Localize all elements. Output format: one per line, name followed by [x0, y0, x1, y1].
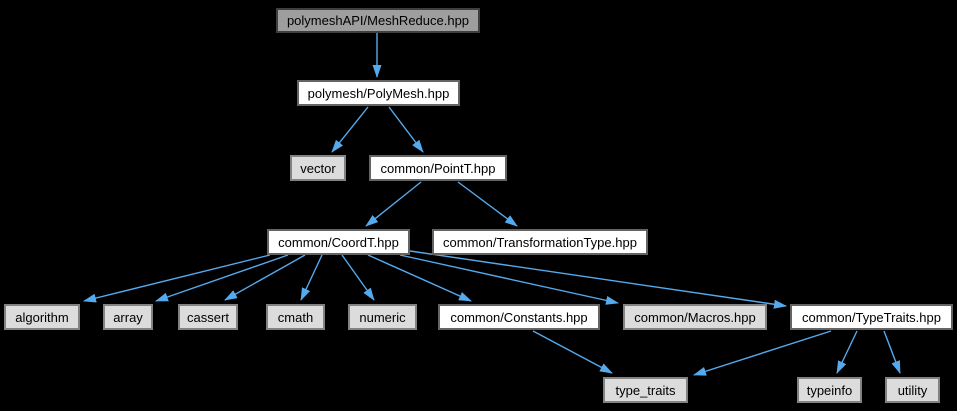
- node-common-pointt-hpp[interactable]: common/PointT.hpp: [369, 155, 507, 181]
- edge-polymesh-vector: [331, 106, 369, 153]
- node-cassert: cassert: [178, 304, 238, 330]
- node-common-typetraits-hpp[interactable]: common/TypeTraits.hpp: [790, 304, 953, 330]
- edge-coordt-typetraits: [409, 250, 787, 309]
- node-common-transformationtype-hpp[interactable]: common/TransformationType.hpp: [432, 229, 648, 255]
- edge-coordt-cmath: [300, 254, 323, 301]
- node-common-constants-hpp[interactable]: common/Constants.hpp: [438, 304, 600, 330]
- edge-coordt-macros: [399, 254, 619, 305]
- node-algorithm: algorithm: [4, 304, 80, 330]
- edge-coordt-constants: [367, 254, 472, 302]
- node-type-traits: type_traits: [603, 377, 688, 403]
- node-cmath: cmath: [266, 304, 325, 330]
- node-polymesh-polymesh-hpp[interactable]: polymesh/PolyMesh.hpp: [297, 80, 460, 106]
- edge-constants-type-traits: [532, 330, 613, 374]
- edge-typetraits-utility: [883, 330, 901, 374]
- edge-coordt-algorithm: [83, 254, 271, 303]
- node-typeinfo: typeinfo: [797, 377, 862, 403]
- edge-coordt-cassert: [224, 254, 306, 301]
- edge-pointt-coordt: [365, 181, 422, 227]
- node-vector: vector: [290, 155, 346, 181]
- edge-pointt-transformation: [457, 181, 518, 227]
- node-numeric: numeric: [348, 304, 417, 330]
- edge-polymesh-pointt: [388, 106, 424, 153]
- node-array: array: [103, 304, 153, 330]
- edge-typetraits-typeinfo: [836, 330, 858, 374]
- node-utility: utility: [885, 377, 940, 403]
- edge-coordt-array: [155, 254, 289, 302]
- edge-coordt-numeric: [341, 254, 375, 301]
- node-polymeshapi-meshreduce-hpp: polymeshAPI/MeshReduce.hpp: [276, 8, 480, 33]
- node-common-macros-hpp: common/Macros.hpp: [623, 304, 767, 330]
- node-common-coordt-hpp[interactable]: common/CoordT.hpp: [267, 229, 410, 255]
- edge-typetraits-type-traits: [693, 330, 832, 376]
